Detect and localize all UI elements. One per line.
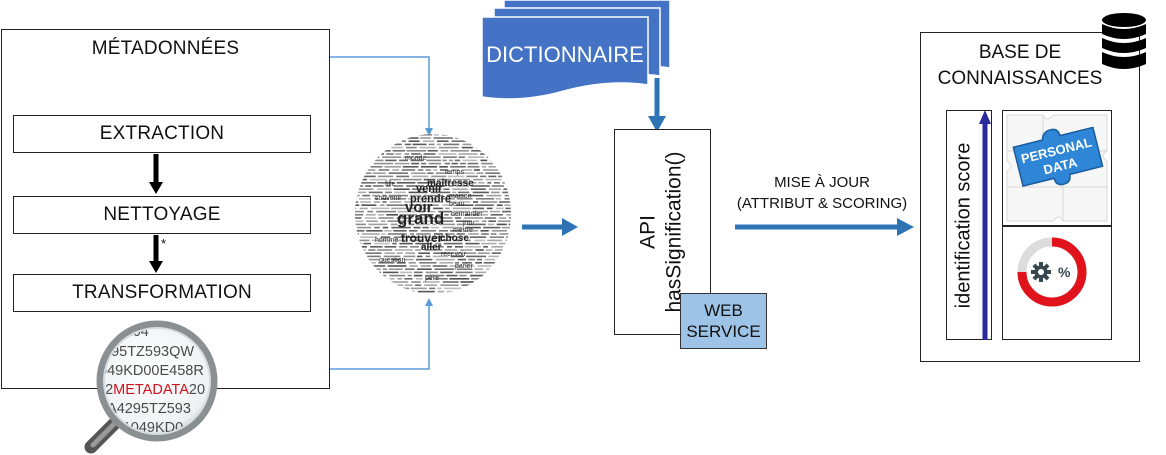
cloud-word-souvenir: souvenir bbox=[375, 195, 402, 202]
api-method: hasSignification() bbox=[662, 151, 686, 313]
update-label: MISE À JOUR (ATTRIBUT & SCORING) bbox=[722, 172, 922, 214]
cloud-word-aller: aller bbox=[421, 242, 442, 253]
cloud-word-jour: jour bbox=[462, 220, 475, 227]
knowledge-base-title: BASE DE CONNAISSANCES bbox=[920, 38, 1120, 94]
step-extraction: EXTRACTION bbox=[13, 115, 311, 153]
database-icon bbox=[1102, 13, 1146, 69]
personal-data-illustration: PERSONAL DATA bbox=[1006, 114, 1108, 222]
cloud-word-demander: demander bbox=[451, 211, 483, 218]
cloud-word-chose: chose bbox=[440, 233, 469, 244]
word-cloud: voir grand trouver prendre venir maîtres… bbox=[355, 134, 511, 293]
arrow-extraction-to-nettoyage bbox=[149, 154, 163, 194]
metadata-connectors bbox=[330, 56, 433, 370]
score-axis-arrow bbox=[979, 110, 991, 340]
update-label-line-1: MISE À JOUR bbox=[774, 174, 870, 191]
cloud-word-monde: monde bbox=[405, 155, 427, 162]
update-label-line-2: (ATTRIBUT & SCORING) bbox=[736, 195, 908, 212]
cloud-word-maison: maison bbox=[449, 193, 472, 200]
web-service-box[interactable]: WEB SERVICE bbox=[680, 293, 767, 349]
cloud-word-grand: grand bbox=[397, 209, 444, 228]
score-axis-label-wrap: identification score bbox=[945, 110, 983, 340]
cloud-word-voir: voir bbox=[405, 199, 433, 216]
arrow-nettoyage-to-transformation bbox=[149, 235, 163, 273]
arrow-cloud-to-api bbox=[522, 218, 578, 236]
magnifier-rim bbox=[96, 320, 218, 442]
cloud-word-prendre: prendre bbox=[410, 193, 451, 205]
cloud-word-mettre: mettre bbox=[453, 227, 473, 234]
word-cloud-texture bbox=[355, 134, 511, 293]
lens-line-4-suffix: 20 bbox=[189, 382, 205, 398]
cloud-word-fille: fille bbox=[385, 181, 396, 188]
lens-line-4: 42METADATA20 bbox=[97, 382, 205, 398]
api-label: API bbox=[636, 215, 660, 249]
lens-line-2: 295TZ593QW bbox=[103, 344, 194, 360]
web-service-line-2: SERVICE bbox=[686, 322, 761, 341]
lens-line-5: 9A4295TZ593 bbox=[99, 401, 191, 417]
cloud-word-temps: temps bbox=[445, 169, 465, 176]
score-axis-label: identification score bbox=[952, 142, 975, 308]
lens-line-3: 049KD00E458R bbox=[99, 363, 204, 379]
gauge-percent-symbol: % bbox=[1058, 264, 1071, 280]
dictionary-stack bbox=[481, 0, 671, 100]
arrow-dictionary-to-api bbox=[648, 78, 666, 132]
cloud-word-question: question bbox=[379, 257, 406, 264]
gauge-arc bbox=[1017, 237, 1087, 307]
cloud-word-homme: homme bbox=[375, 237, 398, 244]
knowledge-base-title-line-1: BASE DE bbox=[978, 42, 1062, 63]
connector-top bbox=[330, 56, 430, 130]
cloud-word-parler: parler bbox=[455, 263, 474, 270]
dictionary-label: DICTIONNAIRE bbox=[486, 42, 644, 67]
step-nettoyage: NETTOYAGE bbox=[13, 196, 311, 234]
cloud-word-venir: venir bbox=[416, 183, 443, 195]
connector-bottom bbox=[330, 304, 430, 370]
step-transformation: TRANSFORMATION bbox=[13, 274, 311, 312]
web-service-line-1: WEB bbox=[704, 301, 743, 320]
cloud-word-maitresse: maîtresse bbox=[427, 178, 474, 189]
cloud-word-trouver: trouver bbox=[401, 231, 443, 245]
step-arrows bbox=[149, 154, 163, 273]
knowledge-base-title-line-2: CONNAISSANCES bbox=[937, 68, 1103, 89]
metadata-magnifier: E104 295TZ593QW 049KD00E458R 42METADATA2… bbox=[84, 320, 218, 454]
cloud-word-recevoir: recevoir bbox=[441, 251, 467, 258]
arrow-api-to-knowledge-base bbox=[735, 218, 914, 236]
dictionary-sheet-front bbox=[481, 16, 649, 100]
step-marker: * bbox=[161, 236, 167, 251]
cloud-word-pere: père bbox=[425, 275, 439, 282]
cloud-word-beau: beau bbox=[449, 201, 465, 208]
gear-icon bbox=[1031, 262, 1051, 282]
metadata-title: MÉTADONNÉES bbox=[91, 38, 240, 59]
gauge-chart: % bbox=[1017, 237, 1087, 307]
lens-highlight: METADATA bbox=[113, 382, 189, 398]
